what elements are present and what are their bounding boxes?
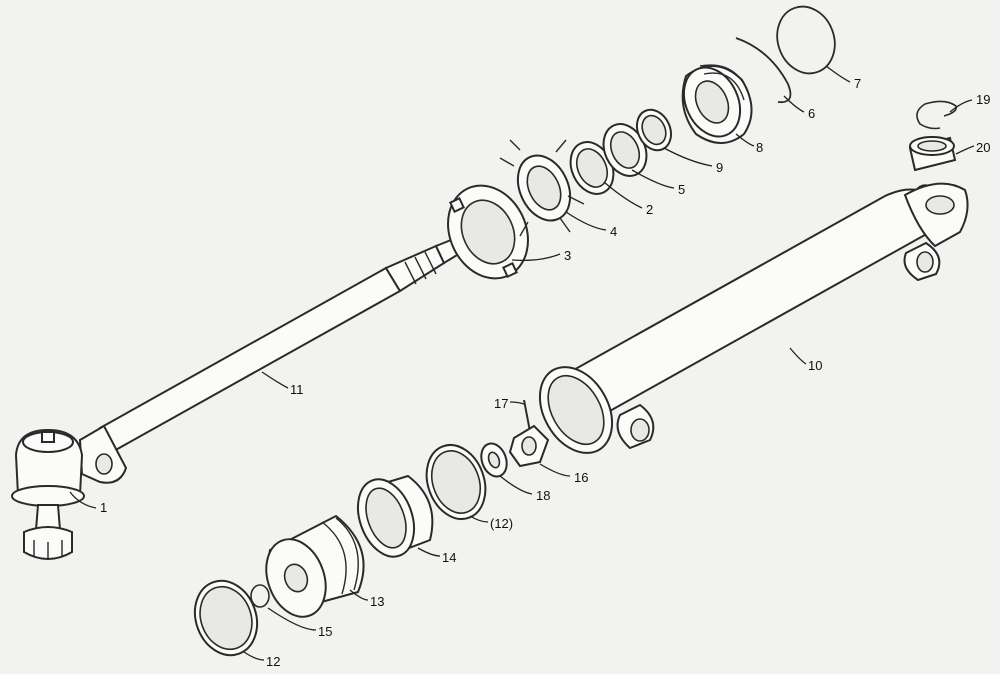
part-16-castle-nut xyxy=(508,424,550,468)
part-6-snap-ring xyxy=(735,37,792,104)
callout-7: 7 xyxy=(854,76,861,91)
callout-17: 17 xyxy=(494,396,508,411)
part-15-o-ring xyxy=(250,584,270,608)
part-13-piston xyxy=(265,514,365,618)
part-19-retaining-ring xyxy=(916,100,958,130)
part-7-o-ring xyxy=(776,5,836,75)
callout-8: 8 xyxy=(756,140,763,155)
callout-6: 6 xyxy=(808,106,815,121)
part-10-cylinder-barrel xyxy=(538,182,969,454)
callout-20: 20 xyxy=(976,140,990,155)
callout-4: 4 xyxy=(610,224,617,239)
part-20-bushing xyxy=(908,136,957,172)
callout-16: 16 xyxy=(574,470,588,485)
callout-5: 5 xyxy=(678,182,685,197)
part-11-piston-rod xyxy=(78,236,464,484)
part-8-gland xyxy=(681,64,753,144)
callout-1: 1 xyxy=(100,500,107,515)
callout-12: 12 xyxy=(266,654,280,669)
callout-18: 18 xyxy=(536,488,550,503)
part-14-wear-band xyxy=(356,474,434,558)
callout-19: 19 xyxy=(976,92,990,107)
callout-14: 14 xyxy=(442,550,456,565)
callout-11: 11 xyxy=(290,382,304,397)
callout-labels: 1 2 3 4 5 6 7 8 9 10 11 12 (12) 13 14 15… xyxy=(100,76,990,669)
callout-10: 10 xyxy=(808,358,822,373)
callout-9: 9 xyxy=(716,160,723,175)
part-4-lock-washer xyxy=(499,139,585,237)
callout-3: 3 xyxy=(564,248,571,263)
part-1-ball-joint xyxy=(11,428,85,560)
callout-13: 13 xyxy=(370,594,384,609)
part-3-gland-nut xyxy=(447,184,529,280)
leader-lines xyxy=(69,65,975,661)
callout-15: 15 xyxy=(318,624,332,639)
callout-12-paren: (12) xyxy=(490,516,513,531)
callout-2: 2 xyxy=(646,202,653,217)
